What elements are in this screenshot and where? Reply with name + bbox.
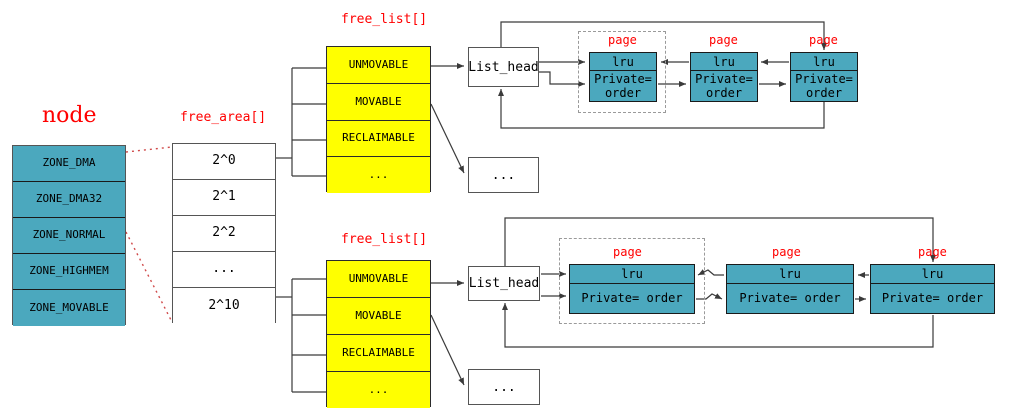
page-private-line2-top-0: order — [604, 85, 642, 100]
page-group-dashed-top — [578, 31, 666, 113]
page-private-line1-top-2: Private= — [795, 71, 853, 86]
page-box-bottom-1[interactable]: lru Private= order — [726, 264, 854, 314]
list-head-bottom[interactable]: List_head — [468, 266, 540, 301]
page-lru-bottom-2: lru — [871, 265, 994, 284]
free-list-bottom-item-ellipsis[interactable]: ... — [327, 372, 430, 408]
page-label-top-0: page — [608, 33, 637, 47]
free-area-title: free_area[] — [180, 110, 267, 125]
page-lru-top-1: lru — [691, 53, 757, 71]
free-area-list: 2^0 2^1 2^2 ... 2^10 — [172, 143, 276, 324]
free-list-top-item-movable[interactable]: MOVABLE — [327, 84, 430, 121]
page-private-top-0: Private= order — [590, 71, 656, 102]
page-private-line2-top-2: order — [805, 85, 843, 100]
page-private-bottom-0: Private= order — [581, 290, 683, 305]
page-box-bottom-2[interactable]: lru Private= order — [870, 264, 995, 314]
zone-item-2[interactable]: ZONE_NORMAL — [13, 218, 125, 254]
free-list-bottom-item-movable[interactable]: MOVABLE — [327, 298, 430, 335]
page-private-top-1: Private= order — [691, 71, 757, 102]
page-group-dashed-bottom — [559, 238, 705, 324]
free-list-bottom: UNMOVABLE MOVABLE RECLAIMABLE ... — [326, 260, 431, 408]
zone-item-1[interactable]: ZONE_DMA32 — [13, 182, 125, 218]
page-label-bottom-2: page — [918, 245, 947, 259]
free-list-bottom-item-reclaimable[interactable]: RECLAIMABLE — [327, 335, 430, 372]
page-private-line1-top-0: Private= — [594, 71, 652, 86]
free-area-item-3[interactable]: ... — [173, 252, 275, 288]
node-zone-list: ZONE_DMA ZONE_DMA32 ZONE_NORMAL ZONE_HIG… — [12, 145, 126, 326]
free-area-item-0[interactable]: 2^0 — [173, 144, 275, 180]
free-list-top-item-unmovable[interactable]: UNMOVABLE — [327, 47, 430, 84]
page-box-top-2[interactable]: lru Private= order — [790, 52, 858, 102]
page-label-top-2: page — [809, 33, 838, 47]
zone-item-0[interactable]: ZONE_DMA — [13, 146, 125, 182]
page-private-line2-top-1: order — [705, 85, 743, 100]
page-private-line1-top-1: Private= — [695, 71, 753, 86]
page-private-bottom-1: Private= order — [739, 290, 841, 305]
zone-item-3[interactable]: ZONE_HIGHMEM — [13, 254, 125, 290]
page-box-top-0[interactable]: lru Private= order — [589, 52, 657, 102]
page-lru-top-0: lru — [590, 53, 656, 71]
zone-item-4[interactable]: ZONE_MOVABLE — [13, 290, 125, 326]
list-head-top[interactable]: List_head — [468, 47, 539, 87]
free-list-title-bottom: free_list[] — [341, 232, 428, 247]
page-label-bottom-0: page — [613, 245, 642, 259]
free-list-title-top: free_list[] — [341, 12, 428, 27]
free-area-item-4[interactable]: 2^10 — [173, 288, 275, 324]
ellipsis-box-bottom[interactable]: ... — [468, 369, 540, 405]
page-lru-bottom-0: lru — [570, 265, 694, 284]
free-list-top-item-reclaimable[interactable]: RECLAIMABLE — [327, 121, 430, 157]
page-label-top-1: page — [709, 33, 738, 47]
free-area-item-1[interactable]: 2^1 — [173, 180, 275, 216]
page-box-top-1[interactable]: lru Private= order — [690, 52, 758, 102]
node-title: node — [42, 103, 97, 128]
ellipsis-box-top[interactable]: ... — [468, 157, 539, 193]
page-lru-bottom-1: lru — [727, 265, 853, 284]
page-label-bottom-1: page — [772, 245, 801, 259]
page-lru-top-2: lru — [791, 53, 857, 71]
free-list-bottom-item-unmovable[interactable]: UNMOVABLE — [327, 261, 430, 298]
free-list-top: UNMOVABLE MOVABLE RECLAIMABLE ... — [326, 46, 431, 193]
page-box-bottom-0[interactable]: lru Private= order — [569, 264, 695, 314]
page-private-bottom-2: Private= order — [881, 290, 984, 305]
free-area-item-2[interactable]: 2^2 — [173, 216, 275, 252]
page-private-top-2: Private= order — [791, 71, 857, 102]
free-list-top-item-ellipsis[interactable]: ... — [327, 157, 430, 193]
